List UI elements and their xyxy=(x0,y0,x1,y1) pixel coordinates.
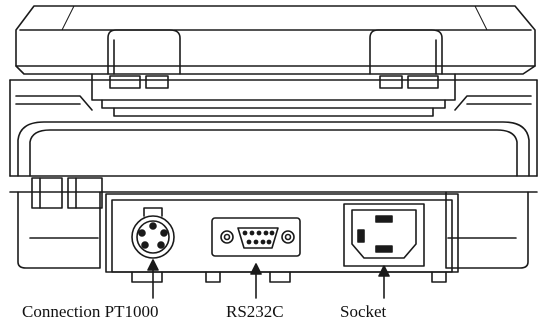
label-rs232c: RS232C xyxy=(226,302,284,321)
body-shell xyxy=(9,121,538,193)
rear-panel xyxy=(105,193,459,283)
label-connection-pt1000: Connection PT1000 xyxy=(22,302,159,321)
top-pad-left xyxy=(107,29,181,75)
mains-socket xyxy=(343,203,425,267)
top-lid xyxy=(15,5,536,75)
top-pad-right xyxy=(369,29,443,75)
left-vents xyxy=(31,177,103,209)
leader-arrows xyxy=(147,259,390,299)
label-socket: Socket xyxy=(340,302,387,321)
base-feet xyxy=(17,191,529,269)
hinge-band xyxy=(9,73,538,177)
rs232c-connector xyxy=(211,217,301,257)
pt1000-connector xyxy=(131,207,175,259)
